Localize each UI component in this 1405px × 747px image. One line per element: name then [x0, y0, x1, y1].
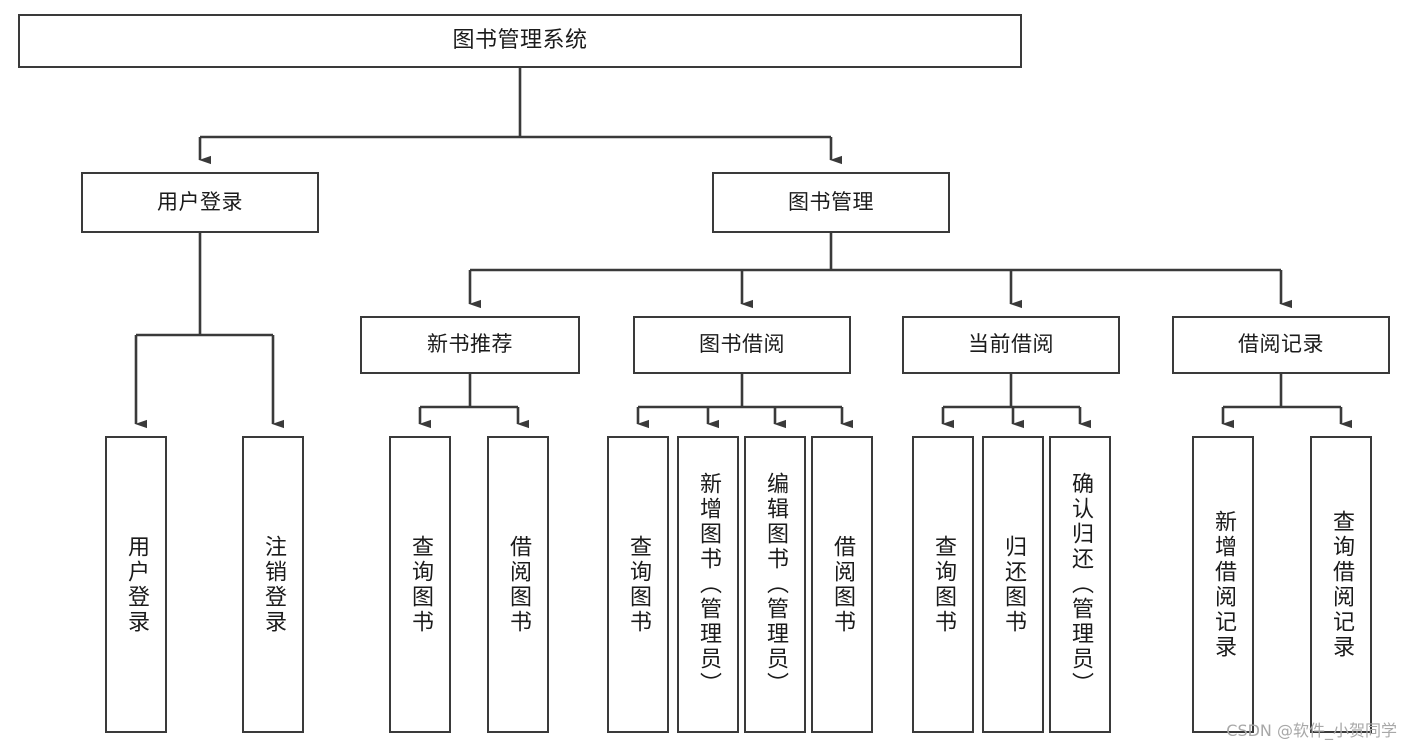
node-leaf-user-logout[interactable]: 注销登录	[242, 436, 304, 733]
node-label: 确认归还（管理员）	[1068, 472, 1093, 697]
node-label: 图书管理系统	[452, 27, 588, 53]
watermark-text: CSDN @软件_小贺同学	[1226, 721, 1397, 740]
node-label: 查询图书	[408, 534, 433, 635]
node-label: 查询图书	[931, 534, 956, 635]
node-leaf-borrow-lend[interactable]: 借阅图书	[811, 436, 873, 733]
node-label: 注销登录	[261, 534, 286, 635]
node-label: 新增借阅记录	[1211, 509, 1236, 660]
node-label: 用户登录	[157, 189, 243, 214]
node-leaf-current-confirm[interactable]: 确认归还（管理员）	[1049, 436, 1111, 733]
node-newbook[interactable]: 新书推荐	[360, 316, 580, 374]
node-label: 借阅记录	[1238, 332, 1324, 357]
node-label: 查询图书	[626, 534, 651, 635]
node-label: 查询借阅记录	[1329, 509, 1354, 660]
node-leaf-user-login[interactable]: 用户登录	[105, 436, 167, 733]
node-leaf-current-return[interactable]: 归还图书	[982, 436, 1044, 733]
node-label: 图书管理	[788, 189, 874, 214]
node-leaf-borrow-add[interactable]: 新增图书（管理员）	[677, 436, 739, 733]
node-leaf-records-query[interactable]: 查询借阅记录	[1310, 436, 1372, 733]
node-records[interactable]: 借阅记录	[1172, 316, 1390, 374]
node-leaf-borrow-query[interactable]: 查询图书	[607, 436, 669, 733]
node-leaf-current-query[interactable]: 查询图书	[912, 436, 974, 733]
node-label: 借阅图书	[830, 534, 855, 635]
node-leaf-records-add[interactable]: 新增借阅记录	[1192, 436, 1254, 733]
node-leaf-newbook-borrow[interactable]: 借阅图书	[487, 436, 549, 733]
node-label: 新增图书（管理员）	[696, 472, 721, 697]
node-label: 编辑图书（管理员）	[763, 472, 788, 697]
node-label: 新书推荐	[427, 332, 513, 357]
node-label: 归还图书	[1001, 534, 1026, 635]
node-login[interactable]: 用户登录	[81, 172, 319, 233]
node-current[interactable]: 当前借阅	[902, 316, 1120, 374]
node-bookmgmt[interactable]: 图书管理	[712, 172, 950, 233]
node-label: 图书借阅	[699, 332, 785, 357]
node-root[interactable]: 图书管理系统	[18, 14, 1022, 68]
node-label: 用户登录	[124, 534, 149, 635]
node-borrow[interactable]: 图书借阅	[633, 316, 851, 374]
node-label: 借阅图书	[506, 534, 531, 635]
node-leaf-borrow-edit[interactable]: 编辑图书（管理员）	[744, 436, 806, 733]
node-leaf-newbook-query[interactable]: 查询图书	[389, 436, 451, 733]
node-label: 当前借阅	[968, 332, 1054, 357]
